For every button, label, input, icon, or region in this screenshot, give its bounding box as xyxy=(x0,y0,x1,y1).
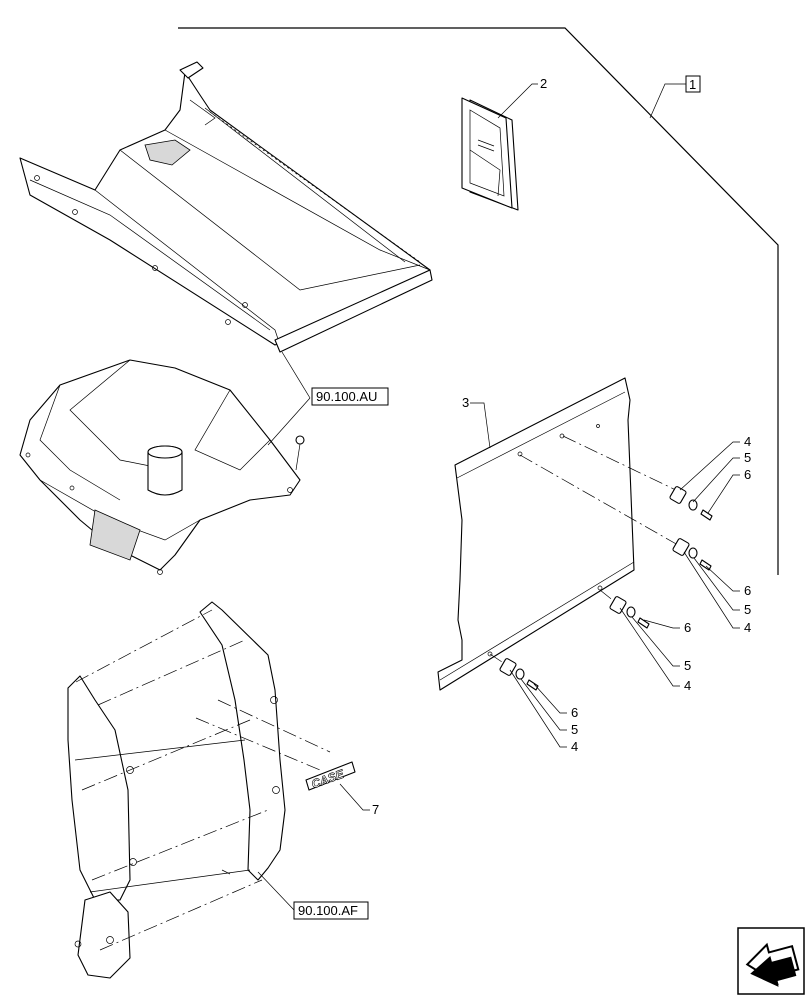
svg-text:CASE: CASE xyxy=(309,766,346,791)
callout-label-6c: 6 xyxy=(684,620,691,635)
callout-label-2: 2 xyxy=(540,76,547,91)
seat-back-part xyxy=(67,601,331,979)
reference-label-lower: 90.100.AF xyxy=(298,903,358,918)
callout-label-5d: 5 xyxy=(571,722,578,737)
callout-label-4b: 4 xyxy=(744,620,751,635)
callout-label-5b: 5 xyxy=(744,602,751,617)
case-logo-part: CASE xyxy=(305,761,356,792)
console-cover-part xyxy=(19,359,305,575)
assembly-bracket-line xyxy=(178,27,779,575)
callout-leaders xyxy=(339,83,740,811)
fastener-centerlines xyxy=(489,435,681,665)
fastener-set-c xyxy=(609,596,650,629)
callout-label-6b: 6 xyxy=(744,583,751,598)
callout-label-7: 7 xyxy=(372,802,379,817)
callout-label-5a: 5 xyxy=(744,450,751,465)
callout-label-6d: 6 xyxy=(571,705,578,720)
callout-label-5c: 5 xyxy=(684,658,691,673)
callout-label-4a: 4 xyxy=(744,434,751,449)
callout-label-3: 3 xyxy=(462,395,469,410)
reference-box-lower[interactable]: 90.100.AF xyxy=(293,901,369,920)
manual-booklet-part xyxy=(461,97,519,211)
fastener-set-d xyxy=(499,658,539,691)
callout-item-1[interactable]: 1 xyxy=(685,75,701,93)
fastener-set-b xyxy=(672,538,712,571)
callout-label-1: 1 xyxy=(689,77,696,92)
side-panel-part xyxy=(437,377,635,691)
fastener-set-a xyxy=(669,486,713,521)
callout-label-4c: 4 xyxy=(684,678,691,693)
reference-box-upper[interactable]: 90.100.AU xyxy=(311,387,389,406)
reference-label-upper: 90.100.AU xyxy=(316,389,377,404)
callout-label-6a: 6 xyxy=(744,467,751,482)
callout-label-4d: 4 xyxy=(571,739,578,754)
floor-tray-part xyxy=(19,61,433,353)
navigation-arrow-icon[interactable] xyxy=(737,927,805,995)
